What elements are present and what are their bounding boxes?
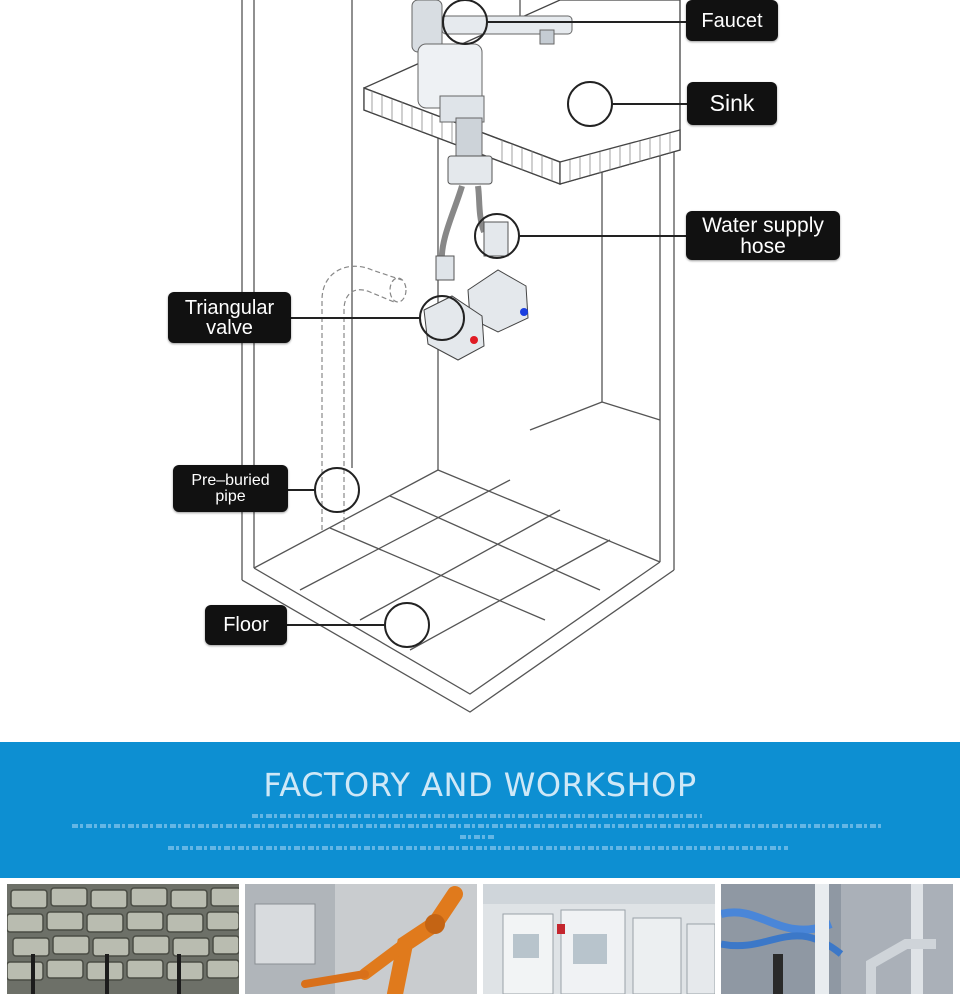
fine-print-line bbox=[72, 824, 884, 828]
sink-label: Sink bbox=[687, 82, 777, 125]
installation-diagram: Faucet Sink Water supply hose Triangular… bbox=[168, 0, 840, 713]
robot-arm-photo bbox=[245, 884, 477, 994]
fine-print-line bbox=[460, 835, 494, 839]
faucet-label: Faucet bbox=[686, 0, 778, 41]
zinc-ingots-photo bbox=[7, 884, 239, 994]
cabinet-illustration bbox=[241, 0, 688, 713]
triangular-valves-illustration bbox=[423, 269, 529, 361]
water-supply-hose-label: Water supply hose bbox=[686, 211, 840, 260]
workshop-photo-strip bbox=[0, 878, 960, 994]
section-title: FACTORY AND WORKSHOP bbox=[263, 766, 697, 804]
floor-label: Floor bbox=[205, 605, 287, 645]
cnc-machines-photo bbox=[483, 884, 715, 994]
triangular-valve-label: Triangular valve bbox=[168, 292, 291, 343]
fine-print-line bbox=[168, 846, 788, 850]
faucet-testing-photo bbox=[721, 884, 953, 994]
pre-buried-pipe-label: Pre–buried pipe bbox=[173, 465, 288, 512]
faucet-illustration bbox=[411, 0, 573, 281]
fine-print-line bbox=[252, 814, 702, 818]
factory-workshop-banner: FACTORY AND WORKSHOP bbox=[0, 742, 960, 878]
